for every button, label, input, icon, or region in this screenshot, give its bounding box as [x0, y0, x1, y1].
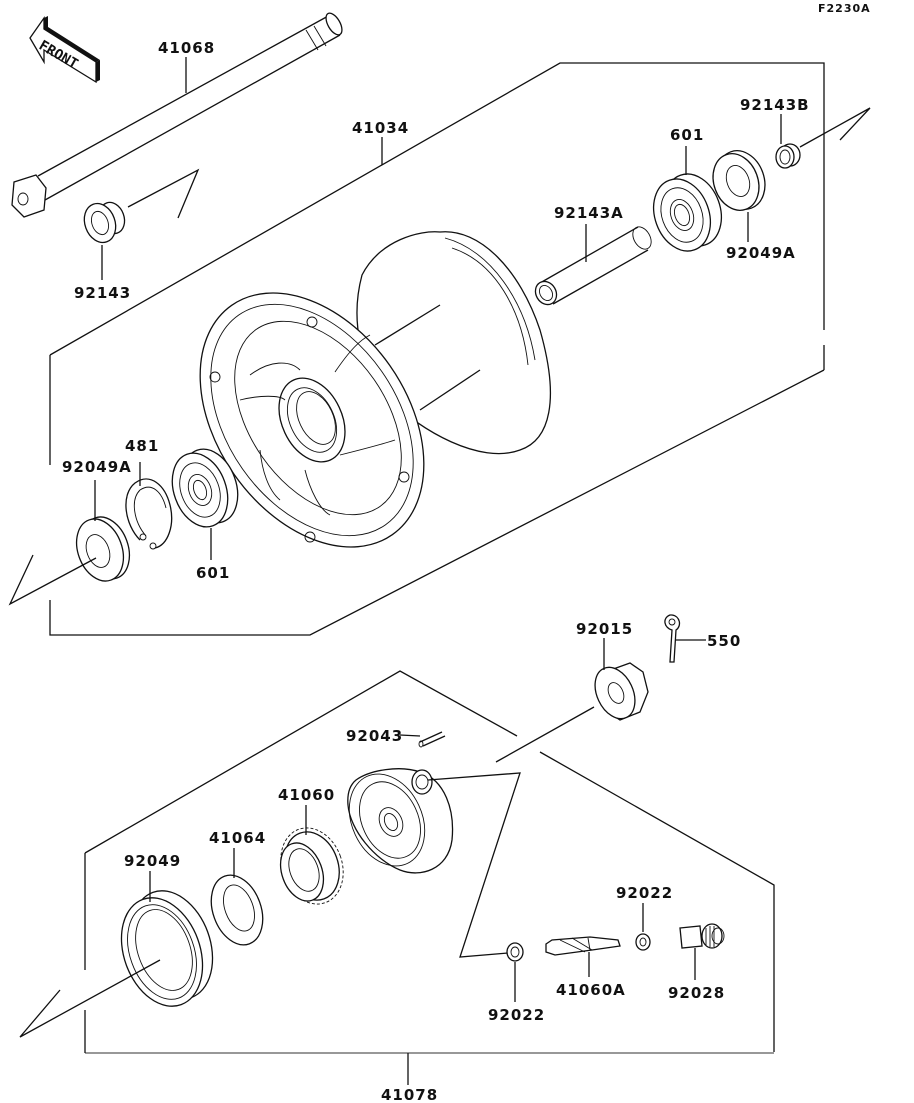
spacer-92143a-part	[534, 224, 652, 306]
meter-gear-41060-part	[279, 805, 344, 905]
label-92049: 92049	[124, 852, 181, 870]
label-92022-left: 92022	[488, 1006, 545, 1024]
label-92049a-right: 92049A	[726, 244, 796, 262]
bearing-601-left-part	[171, 448, 239, 560]
bearing-601-right-part	[652, 146, 723, 252]
label-41064: 41064	[209, 829, 266, 847]
pin-92043-part	[399, 731, 446, 748]
axle-part	[11, 12, 343, 218]
diagram-code: F2230A	[818, 2, 871, 15]
retainer-41064-part	[210, 848, 264, 946]
washer-92022-left-part	[506, 942, 524, 1002]
collar-92143-part	[83, 168, 200, 280]
label-550: 550	[707, 632, 741, 650]
gear-housing-part	[347, 768, 521, 958]
label-92015: 92015	[576, 620, 633, 638]
nut-92015-part	[495, 638, 649, 763]
label-92143b: 92143B	[740, 96, 810, 114]
label-601-right: 601	[670, 126, 704, 144]
label-41068: 41068	[158, 39, 215, 57]
label-41060: 41060	[278, 786, 335, 804]
label-92022-right: 92022	[616, 884, 673, 902]
seal-92049-part	[19, 871, 214, 1038]
washer-92022-right-part	[635, 903, 651, 951]
label-92143: 92143	[74, 284, 131, 302]
collar-92143b-part	[775, 107, 871, 169]
label-92028: 92028	[668, 984, 725, 1002]
cotter-pin-550-part	[664, 614, 706, 663]
seal-92049a-right-part	[712, 150, 766, 242]
label-92049a-left: 92049A	[62, 458, 132, 476]
label-92043: 92043	[346, 727, 403, 745]
circlip-481-part	[125, 462, 173, 550]
hub-assembly-boundary	[49, 62, 825, 636]
label-41078: 41078	[381, 1086, 438, 1103]
label-481: 481	[125, 437, 159, 455]
pinion-41060a-part	[545, 936, 621, 977]
seal-92049a-left-part	[8, 480, 131, 606]
label-92143a: 92143A	[554, 204, 624, 222]
front-arrow-icon: FRONT	[29, 15, 100, 84]
label-41060a: 41060A	[556, 981, 626, 999]
bushing-92028-part	[679, 923, 725, 980]
wheel-hub-part	[199, 231, 551, 548]
label-41034: 41034	[352, 119, 409, 137]
label-601-left: 601	[196, 564, 230, 582]
gear-housing-boundary	[84, 670, 775, 1085]
